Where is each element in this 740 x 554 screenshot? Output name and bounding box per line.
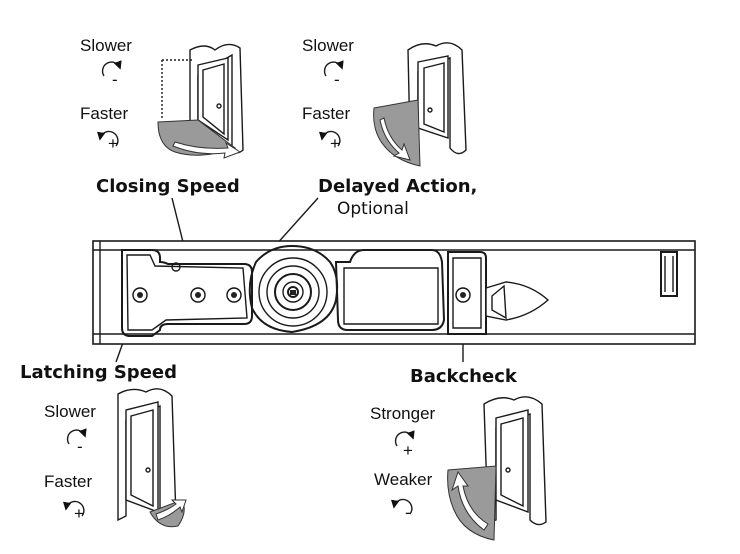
closing-slower-label: Slower [80, 36, 132, 55]
latching-minus-sign: - [77, 437, 83, 456]
delayed-action-panel: Slower - Faster + [302, 36, 467, 167]
rotate-counterclockwise-icon [390, 498, 413, 515]
door-illustration [117, 388, 187, 528]
latching-slower-label: Slower [44, 402, 96, 421]
door-illustration [447, 396, 547, 541]
backcheck-weaker-label: Weaker [374, 470, 433, 489]
closing-speed-panel: Slower - Faster + [80, 36, 244, 159]
rotate-counterclockwise-icon [96, 130, 119, 147]
backcheck-stronger-label: Stronger [370, 404, 436, 423]
closing-speed-valve-icon [190, 287, 206, 303]
rotate-clockwise-icon [323, 60, 344, 77]
delayed-slower-label: Slower [302, 36, 354, 55]
door-illustration [373, 42, 467, 167]
rotate-clockwise-icon [66, 428, 87, 445]
rotate-clockwise-icon [394, 430, 415, 447]
delayed-action-label: Delayed Action, [318, 176, 477, 197]
latching-speed-valve-icon [132, 287, 148, 303]
rotate-counterclockwise-icon [62, 500, 85, 517]
backcheck-minus-sign: - [405, 503, 411, 522]
spindle-icon [248, 244, 339, 334]
closing-speed-label: Closing Speed [96, 176, 240, 197]
latching-speed-panel: Slower - Faster + [44, 388, 187, 528]
door-closer-body [92, 240, 696, 345]
delayed-faster-label: Faster [302, 104, 351, 123]
closing-plus-sign: + [108, 134, 118, 153]
latching-speed-label: Latching Speed [20, 362, 177, 383]
latching-plus-sign: + [74, 504, 84, 523]
backcheck-panel: Stronger + Weaker - [370, 396, 547, 541]
optional-label: Optional [337, 199, 409, 219]
closing-minus-sign: - [112, 70, 118, 89]
door-illustration [157, 43, 244, 159]
backcheck-label: Backcheck [410, 366, 518, 387]
delayed-minus-sign: - [334, 70, 340, 89]
backcheck-valve-icon [455, 287, 471, 303]
latching-faster-label: Faster [44, 472, 93, 491]
rotate-clockwise-icon [101, 60, 122, 77]
delayed-action-valve-icon [226, 287, 242, 303]
delayed-plus-sign: + [330, 134, 340, 153]
backcheck-plus-sign: + [403, 441, 413, 460]
closing-faster-label: Faster [80, 104, 129, 123]
rotate-counterclockwise-icon [318, 130, 341, 147]
